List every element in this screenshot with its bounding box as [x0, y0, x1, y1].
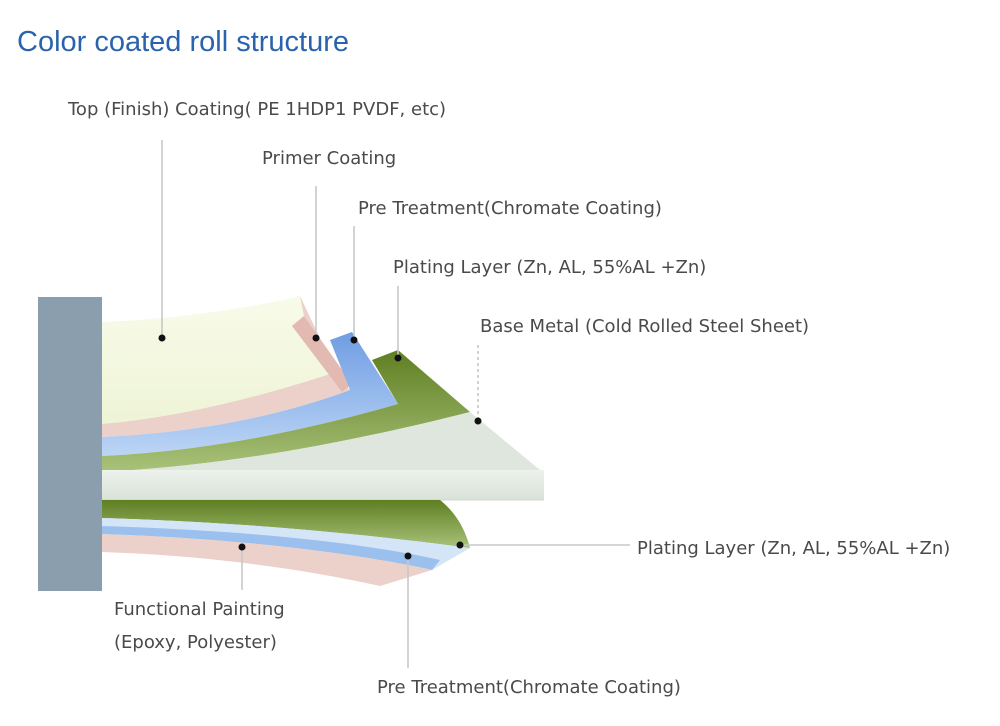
plating-layer-top [100, 350, 470, 472]
label-pre-treatment-top: Pre Treatment(Chromate Coating) [358, 198, 662, 219]
primer-coating-edge [292, 316, 352, 392]
label-primer-coating: Primer Coating [262, 148, 396, 169]
functional-painting-layer [100, 534, 432, 586]
label-functional-painting-line1: Functional Painting [114, 599, 285, 620]
label-functional-painting-line2: (Epoxy, Polyester) [114, 632, 277, 653]
pre-treatment-layer-bottom-edge [100, 526, 440, 570]
primer-coating-layer [100, 296, 350, 437]
diagram-title: Color coated roll structure [17, 26, 350, 58]
label-plating-layer-bottom: Plating Layer (Zn, AL, 55%AL +Zn) [637, 538, 950, 559]
pre-treatment-layer-top [100, 332, 398, 456]
label-pre-treatment-bottom: Pre Treatment(Chromate Coating) [377, 677, 681, 698]
roll-core [38, 297, 102, 591]
base-metal-layer [100, 470, 544, 500]
base-metal-top-face [100, 412, 540, 472]
label-plating-layer-top: Plating Layer (Zn, AL, 55%AL +Zn) [393, 257, 706, 278]
plating-layer-bottom [100, 500, 470, 548]
top-coating-layer [100, 296, 336, 424]
label-top-coating: Top (Finish) Coating( PE 1HDP1 PVDF, etc… [67, 99, 446, 120]
label-base-metal: Base Metal (Cold Rolled Steel Sheet) [480, 316, 809, 337]
